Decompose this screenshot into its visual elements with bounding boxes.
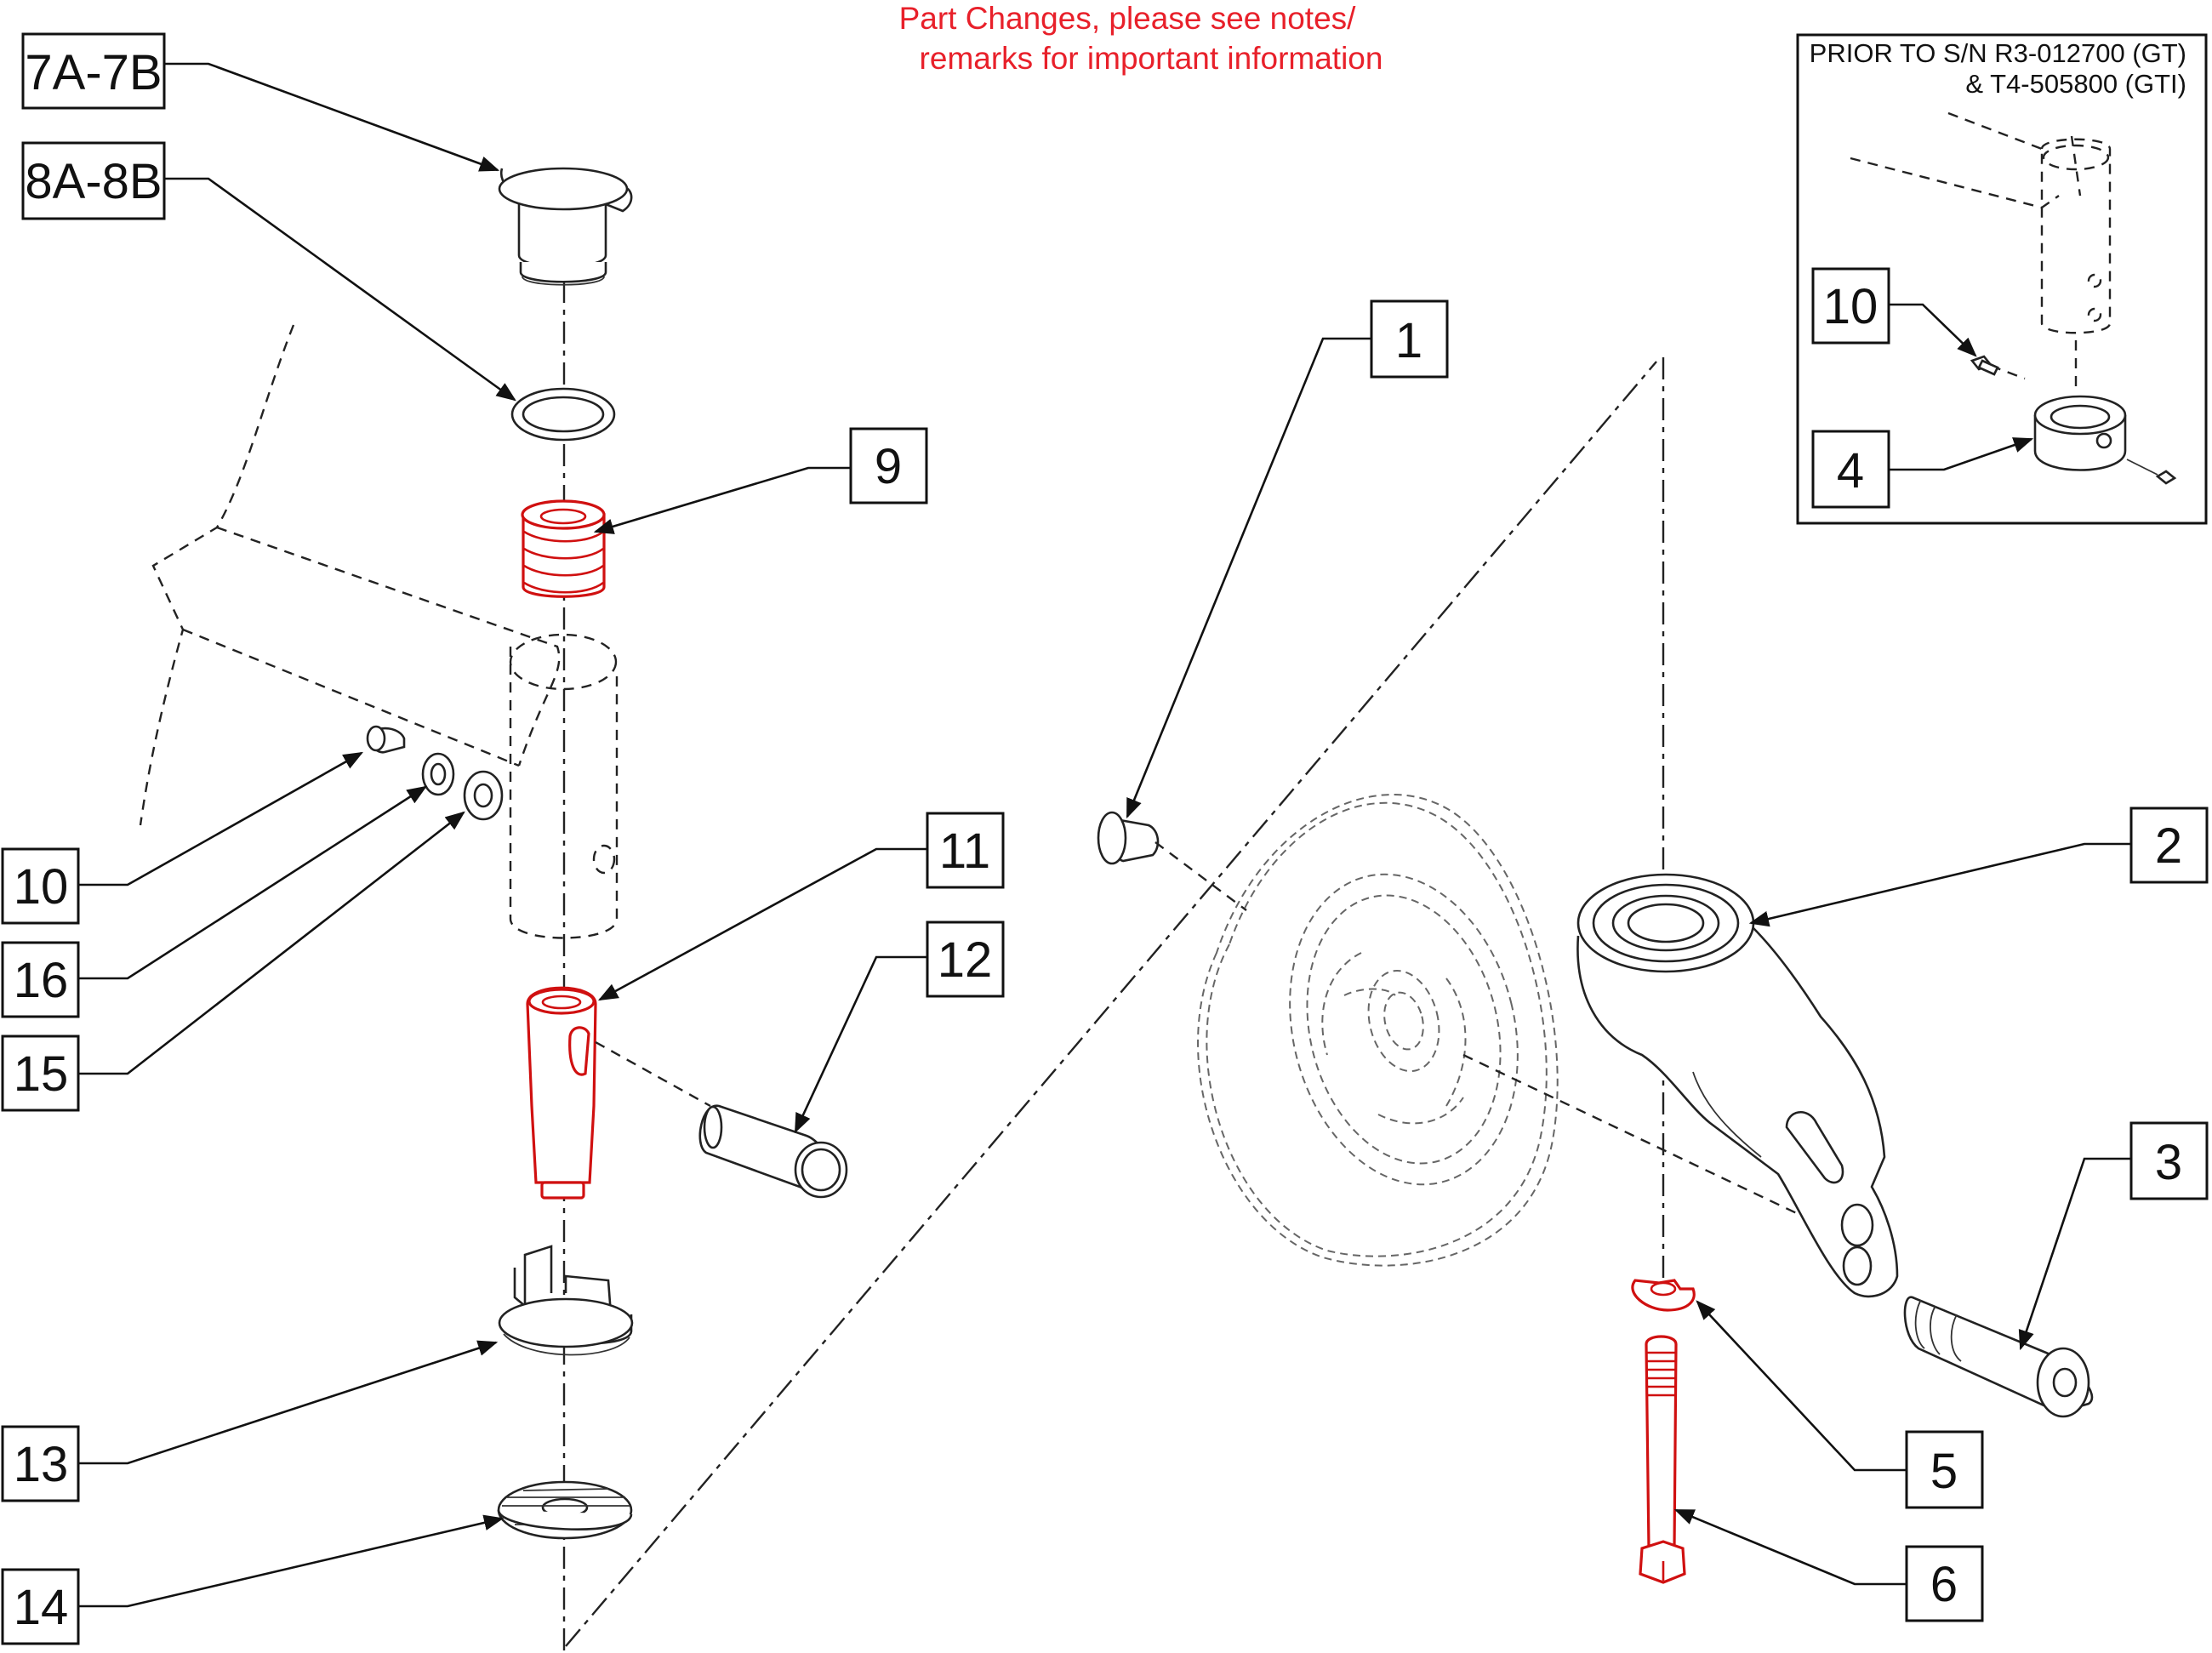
- inset-line-2: & T4-505800 (GTI): [1965, 69, 2186, 99]
- callout-13-box: [1, 1425, 80, 1502]
- callout-16-box: [1, 941, 80, 1018]
- note-line-1: Part Changes, please see notes/: [899, 1, 1357, 36]
- callout-5-label: 5: [1930, 1444, 1958, 1499]
- callout-12-box: [926, 921, 1005, 998]
- callout-7a-7b-box: [21, 32, 166, 110]
- ghost-wheel: [1197, 794, 1559, 1267]
- callout-14-label: 14: [14, 1580, 69, 1635]
- inset-line-1: PRIOR TO S/N R3-012700 (GT): [1810, 38, 2186, 68]
- fork-part-2: [1576, 873, 1899, 1298]
- callout-8a-8b-label: 8A-8B: [25, 154, 162, 209]
- spring-part-9: [521, 499, 606, 598]
- callout-9-box: [849, 427, 928, 504]
- part-changes-note: Part Changes, please see notes/ remarks …: [899, 1, 1383, 76]
- callout-2-label: 2: [2155, 818, 2182, 874]
- callout-11-box: [926, 812, 1005, 889]
- callout-15-label: 15: [14, 1046, 69, 1102]
- left-fork-assembly: 7A-7B 8A-8B 9 10 16 15 11 12 13 14: [1, 32, 1005, 1650]
- bolt-part-6: [1639, 1335, 1686, 1584]
- callout-12-label: 12: [938, 932, 993, 988]
- callout-2-box: [2129, 807, 2209, 884]
- callout-6-box: [1905, 1545, 1984, 1622]
- pivot-part-11: [526, 986, 597, 1200]
- callout-10-inset-label: 10: [1823, 279, 1878, 334]
- callout-6-label: 6: [1930, 1557, 1958, 1612]
- callout-10-label: 10: [14, 859, 69, 915]
- callout-11-label: 11: [939, 824, 990, 879]
- note-line-2: remarks for important information: [920, 41, 1383, 76]
- callout-1-box: [1370, 299, 1449, 379]
- callout-9-label: 9: [875, 439, 902, 494]
- callout-3-box: [2129, 1121, 2209, 1200]
- right-caster-assembly: 1 2 3 5 6: [1097, 299, 2209, 1622]
- callout-8a-8b-box: [21, 141, 166, 220]
- callout-16-label: 16: [14, 953, 69, 1008]
- callout-10-box: [1, 847, 80, 925]
- callout-10-inset-box: [1811, 267, 1890, 345]
- callout-3-label: 3: [2155, 1135, 2182, 1190]
- e-clip-part-5: [1631, 1279, 1696, 1312]
- inset-prior-serial: PRIOR TO S/N R3-012700 (GT) & T4-505800 …: [1796, 33, 2208, 525]
- assembly-separator-line: [565, 361, 1657, 1647]
- callout-4-label: 4: [1837, 443, 1864, 499]
- callout-1-label: 1: [1395, 313, 1422, 368]
- callout-13-label: 13: [14, 1437, 69, 1492]
- callout-7a-7b-label: 7A-7B: [25, 45, 162, 100]
